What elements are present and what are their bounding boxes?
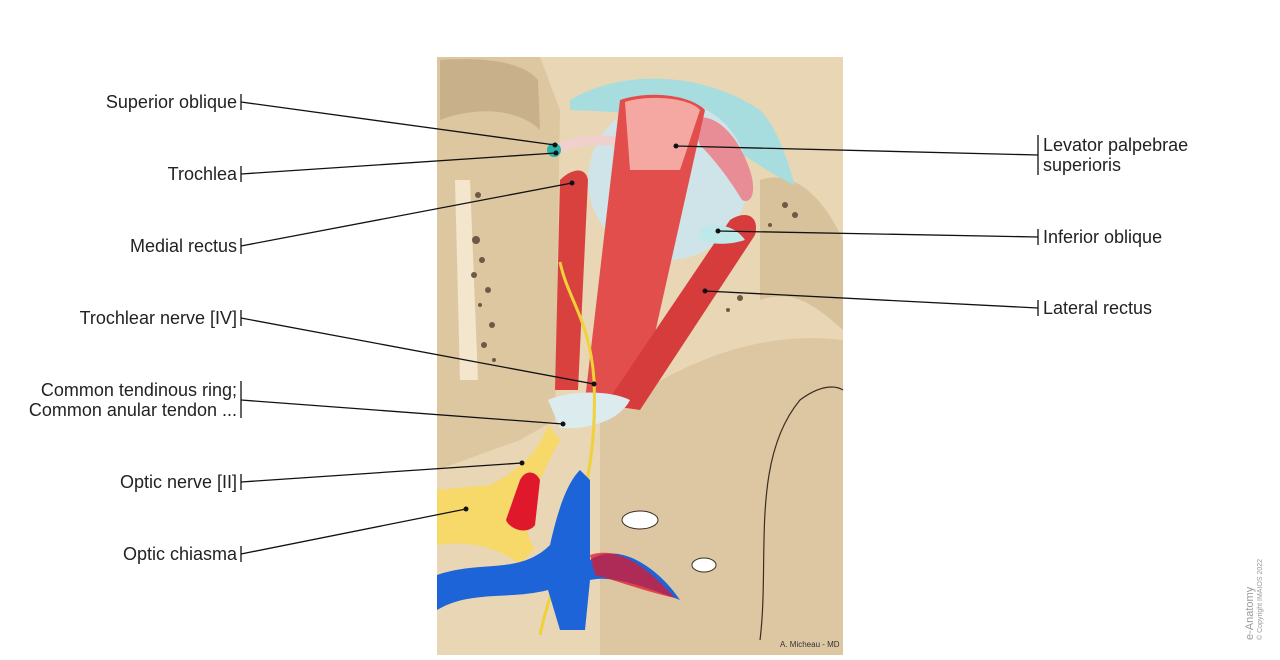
frontal-sinus bbox=[440, 59, 540, 130]
lateral-rectus-muscle bbox=[605, 215, 756, 410]
leader-lines-left bbox=[240, 94, 595, 562]
levator-muscle bbox=[585, 94, 705, 400]
label-optic-nerve[interactable]: Optic nerve [II] bbox=[119, 472, 237, 492]
label-superior-oblique[interactable]: Superior oblique bbox=[105, 92, 237, 112]
levator-aponeurosis bbox=[625, 97, 700, 170]
suture-line bbox=[759, 386, 844, 641]
label-optic-chiasma[interactable]: Optic chiasma bbox=[122, 544, 237, 564]
label-line-1: Levator palpebrae bbox=[1043, 135, 1189, 155]
illustrator-signature: A. Micheau - MD bbox=[780, 640, 840, 649]
lacrimal-gland bbox=[692, 117, 754, 201]
ethmoid-bone bbox=[437, 57, 560, 470]
lateral-orbital-wall bbox=[760, 177, 843, 330]
inferior-oblique-muscle bbox=[700, 225, 745, 244]
foramen-ovale bbox=[621, 510, 659, 530]
label-line-2: Common anular tendon ... bbox=[28, 400, 237, 420]
label-trochlear-nerve[interactable]: Trochlear nerve [IV] bbox=[79, 308, 237, 328]
internal-carotid-artery bbox=[506, 472, 540, 531]
cavernous-sinus bbox=[437, 470, 680, 630]
label-line-1: Common tendinous ring; bbox=[40, 380, 237, 400]
label-trochlea[interactable]: Trochlea bbox=[167, 164, 237, 184]
label-inferior-oblique[interactable]: Inferior oblique bbox=[1043, 227, 1163, 247]
label-levator-palpebrae[interactable]: Levator palpebrae superioris bbox=[1043, 135, 1188, 175]
watermark-copyright: © Copyright IMAIOS 2022 bbox=[1257, 558, 1264, 640]
crista-galli bbox=[455, 180, 478, 380]
lateral-bone-pits bbox=[726, 202, 798, 312]
label-common-tendinous-ring[interactable]: Common tendinous ring; Common anular ten… bbox=[29, 380, 237, 420]
leader-dots bbox=[463, 142, 721, 512]
bone-pits bbox=[471, 192, 496, 362]
annulus-of-zinn bbox=[548, 392, 630, 429]
optic-nerve-chiasm bbox=[437, 425, 560, 565]
intercavernous-plexus bbox=[590, 552, 675, 598]
label-line-2: superioris bbox=[1043, 155, 1122, 175]
middle-cranial-fossa bbox=[600, 338, 843, 655]
watermark: e-Anatomy © Copyright IMAIOS 2022 bbox=[1244, 559, 1265, 640]
label-lateral-rectus[interactable]: Lateral rectus bbox=[1043, 298, 1153, 318]
medial-rectus-muscle bbox=[555, 170, 588, 390]
foramen-spinosum bbox=[691, 557, 717, 573]
leader-lines-right bbox=[675, 135, 1039, 316]
watermark-brand: e-Anatomy bbox=[1244, 586, 1256, 640]
label-medial-rectus[interactable]: Medial rectus bbox=[129, 236, 237, 256]
